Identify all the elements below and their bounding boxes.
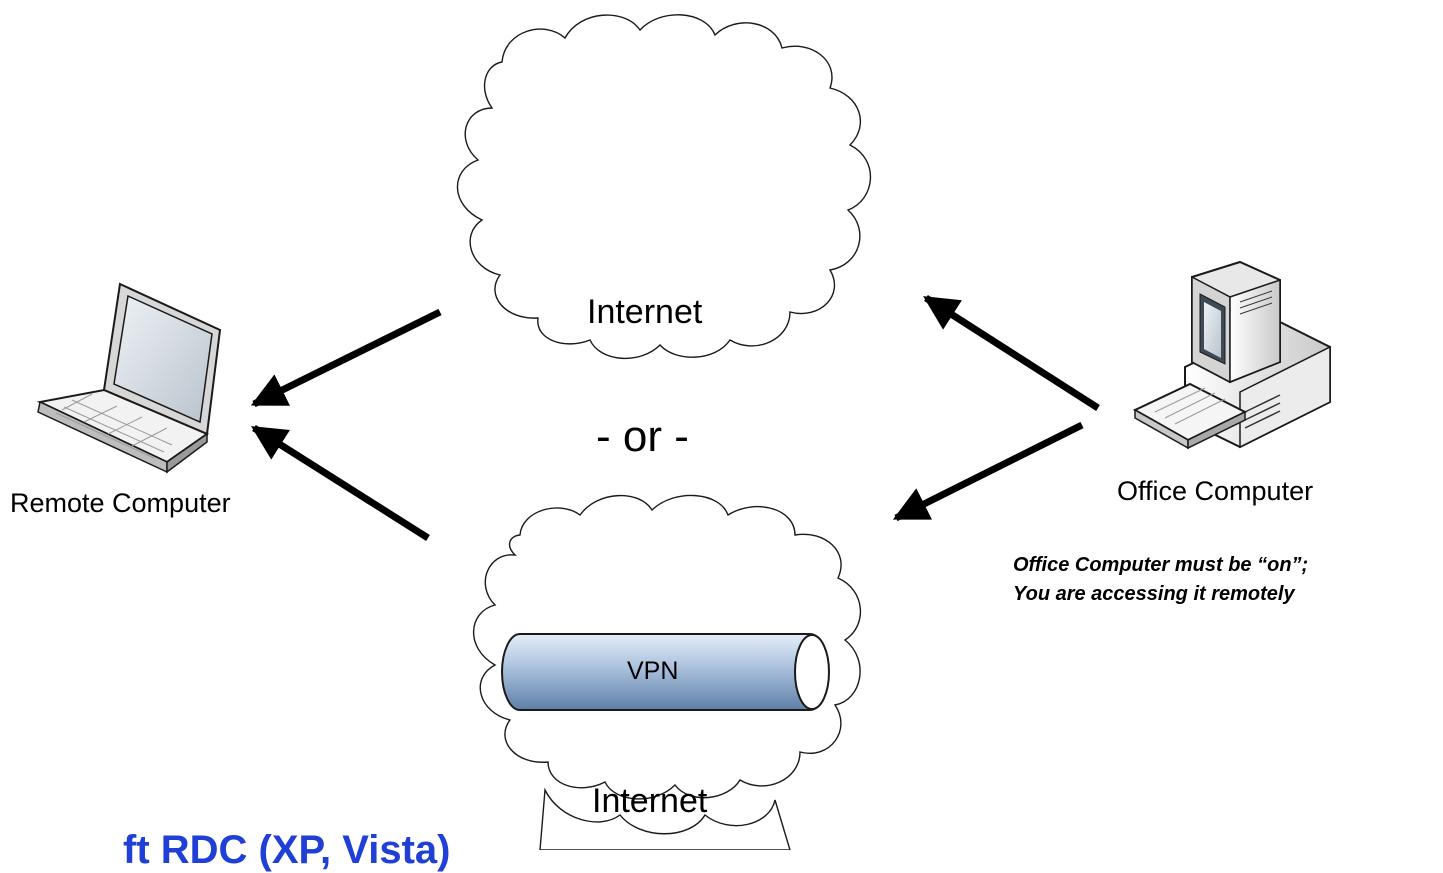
footer-title-fragment: ft RDC (XP, Vista) — [123, 828, 451, 872]
internet-label-top: Internet — [587, 293, 703, 331]
cloud-icon — [456, 14, 872, 359]
arrow-office-to-vpn — [892, 421, 1084, 522]
diagram-canvas — [36, 14, 1331, 850]
arrow-internet-to-remote — [250, 308, 442, 408]
office-note: Office Computer must be “on”; You are ac… — [1013, 551, 1308, 609]
laptop-icon — [36, 282, 222, 474]
vpn-label: VPN — [627, 657, 679, 685]
arrow-office-to-internet — [923, 295, 1100, 411]
connection-arrows — [250, 295, 1100, 541]
internet-label-bottom: Internet — [592, 782, 708, 820]
office-note-line: You are accessing it remotely — [1013, 583, 1295, 605]
office-computer-label: Office Computer — [1117, 476, 1314, 506]
office-note-line: Office Computer must be “on”; — [1013, 554, 1309, 576]
arrow-vpn-to-remote — [251, 425, 430, 541]
desktop-computer-icon — [1132, 260, 1331, 450]
or-separator: - or - — [596, 412, 689, 461]
vpn-tunnel-icon — [501, 633, 830, 711]
remote-computer-label: Remote Computer — [10, 488, 231, 518]
